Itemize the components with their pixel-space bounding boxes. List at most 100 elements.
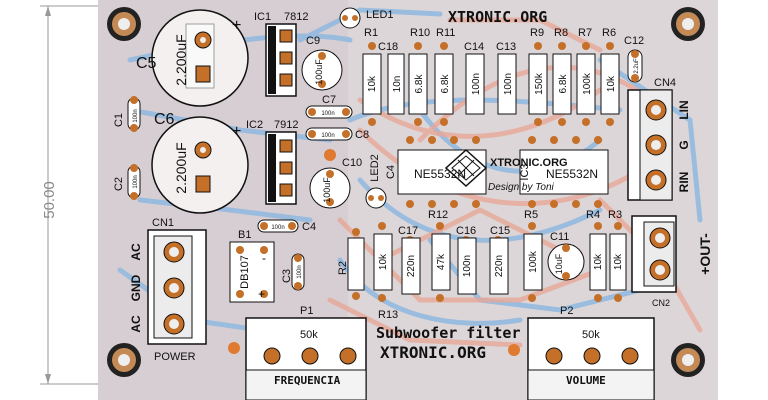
designer-credit: Design by Toni <box>488 182 555 193</box>
p1-value: 50k <box>300 329 318 341</box>
r7-value: 100k <box>582 72 593 95</box>
opamp-right: NE5532N IC3 <box>519 136 609 208</box>
cn1-label: POWER <box>154 351 196 363</box>
mounting-hole-br <box>671 343 705 377</box>
dimension-marker: 50.00 <box>40 5 98 385</box>
board-title: Subwoofer filter 1.0 <box>376 324 557 342</box>
regulator-ic2: IC2 7912 <box>246 119 298 205</box>
cn1-ref: CN1 <box>152 217 174 229</box>
b1-part: DB107 <box>239 255 251 289</box>
c18-value: 10n <box>392 76 403 93</box>
c13-ref: C13 <box>496 41 516 53</box>
r8-ref: R8 <box>554 27 568 39</box>
c7-ref: C7 <box>322 94 336 106</box>
component-r7: R7 100k <box>576 27 596 126</box>
c16-ref: C16 <box>456 225 476 237</box>
capacitor-c7: 100n C7 <box>305 94 353 119</box>
c4-value: 100n <box>271 225 284 231</box>
component-r1: R1 10k <box>362 27 382 126</box>
r6-ref: R6 <box>602 27 616 39</box>
capacitor-c2: C2 100n <box>113 164 141 200</box>
c1-ref: C1 <box>113 113 125 127</box>
c17-ref: C17 <box>398 225 418 237</box>
c11-value: 10uF <box>554 253 564 274</box>
led2: LED2 <box>365 154 387 209</box>
r11-value: 6.8k <box>440 74 451 94</box>
r10-ref: R10 <box>410 27 430 39</box>
r9-ref: R9 <box>530 27 544 39</box>
component-r13: 10k R13 <box>373 222 398 321</box>
c6-value: 2.200uF <box>173 142 189 193</box>
r11-ref: R11 <box>436 27 455 39</box>
component-r9: R9 150k <box>528 27 548 126</box>
connector-cn2: +OUT- CN2 <box>631 215 713 308</box>
c8-value: 100n <box>321 133 334 139</box>
logo-text: XTRONIC.ORG <box>490 157 568 169</box>
cn1-pin-ac-top: AC <box>129 243 143 261</box>
mounting-hole-tr <box>671 7 705 41</box>
cn4-pin-rin: RIN <box>677 172 691 193</box>
c14-value: 100n <box>471 73 482 95</box>
cn1-pin-gnd: GND <box>129 274 143 301</box>
p2-value: 50k <box>582 329 600 341</box>
capacitor-c8: 100n C8 <box>305 127 369 141</box>
capacitor-c10: C10 100uF <box>309 149 362 209</box>
led2-ref: LED2 <box>369 154 381 182</box>
r4-ref: R4 <box>586 209 600 221</box>
c15-value: 220n <box>494 255 505 277</box>
p2-ref: P2 <box>560 305 573 317</box>
r1-value: 10k <box>367 75 378 92</box>
c1-value: 100n <box>133 109 139 122</box>
component-r11: R11 6.8k <box>434 27 455 126</box>
component-c17: C17 220n <box>398 225 421 295</box>
p2-label: VOLUME <box>566 374 606 387</box>
component-r12: R12 47k <box>428 209 451 302</box>
c6-polarity: + <box>232 123 241 140</box>
r3-value: 10k <box>613 253 624 270</box>
b1-plus: + <box>258 287 265 301</box>
c3-ref: C3 <box>281 269 293 283</box>
cn2-ref: CN2 <box>652 298 670 308</box>
ic1-value: 7812 <box>284 11 308 23</box>
r3-ref: R3 <box>608 209 622 221</box>
c10-value: 100uF <box>322 177 332 203</box>
c13-value: 100n <box>503 73 514 95</box>
c5-ref: C5 <box>136 55 157 72</box>
component-c14: C14 100n <box>464 41 485 115</box>
c5-polarity: + <box>232 17 241 34</box>
cn4-ref: CN4 <box>654 77 676 89</box>
capacitor-c6: + 2.200uF C6 <box>151 111 249 214</box>
r5-value: 100k <box>528 250 539 273</box>
bridge-b1: B1 DB107 - + <box>229 229 275 303</box>
mounting-hole-bl <box>107 343 141 377</box>
r2-ref: R2 <box>337 261 349 275</box>
c11-ref: C11 <box>550 231 569 243</box>
c17-value: 220n <box>406 255 417 277</box>
opamp-left-ref: C4 <box>385 165 397 179</box>
c10-ref: C10 <box>342 157 362 169</box>
led1: LED1 <box>339 7 394 29</box>
c12-ref: C12 <box>624 35 644 47</box>
ic1-ref: IC1 <box>254 11 271 23</box>
r7-ref: R7 <box>578 27 592 39</box>
capacitor-c12: C12 2.2uF <box>624 35 644 83</box>
r1-ref: R1 <box>364 27 378 39</box>
opamp-right-ref: IC3 <box>519 163 531 180</box>
r13-ref: R13 <box>378 309 398 321</box>
c9-ref: C9 <box>306 35 320 47</box>
cn2-label: +OUT- <box>697 233 713 275</box>
ic2-value: 7912 <box>274 119 298 131</box>
dimension-label: 50.00 <box>41 181 58 219</box>
capacitor-c9: C9 100uF <box>301 35 343 91</box>
c8-ref: C8 <box>355 129 369 141</box>
capacitor-c5: + 2.200uF C5 <box>136 9 249 107</box>
r9-value: 150k <box>534 72 545 95</box>
c12-value: 2.2uF <box>634 58 640 74</box>
component-c16: C16 100n <box>456 225 477 295</box>
led1-ref: LED1 <box>366 9 394 21</box>
b1-ref: B1 <box>238 229 251 241</box>
connector-cn4: CN4 LIN G RIN <box>627 77 691 201</box>
potentiometer-p1: P1 50k FREQUENCIA <box>228 305 367 400</box>
component-r8: R8 6.8k <box>552 27 572 126</box>
c9-value: 100uF <box>314 59 324 85</box>
